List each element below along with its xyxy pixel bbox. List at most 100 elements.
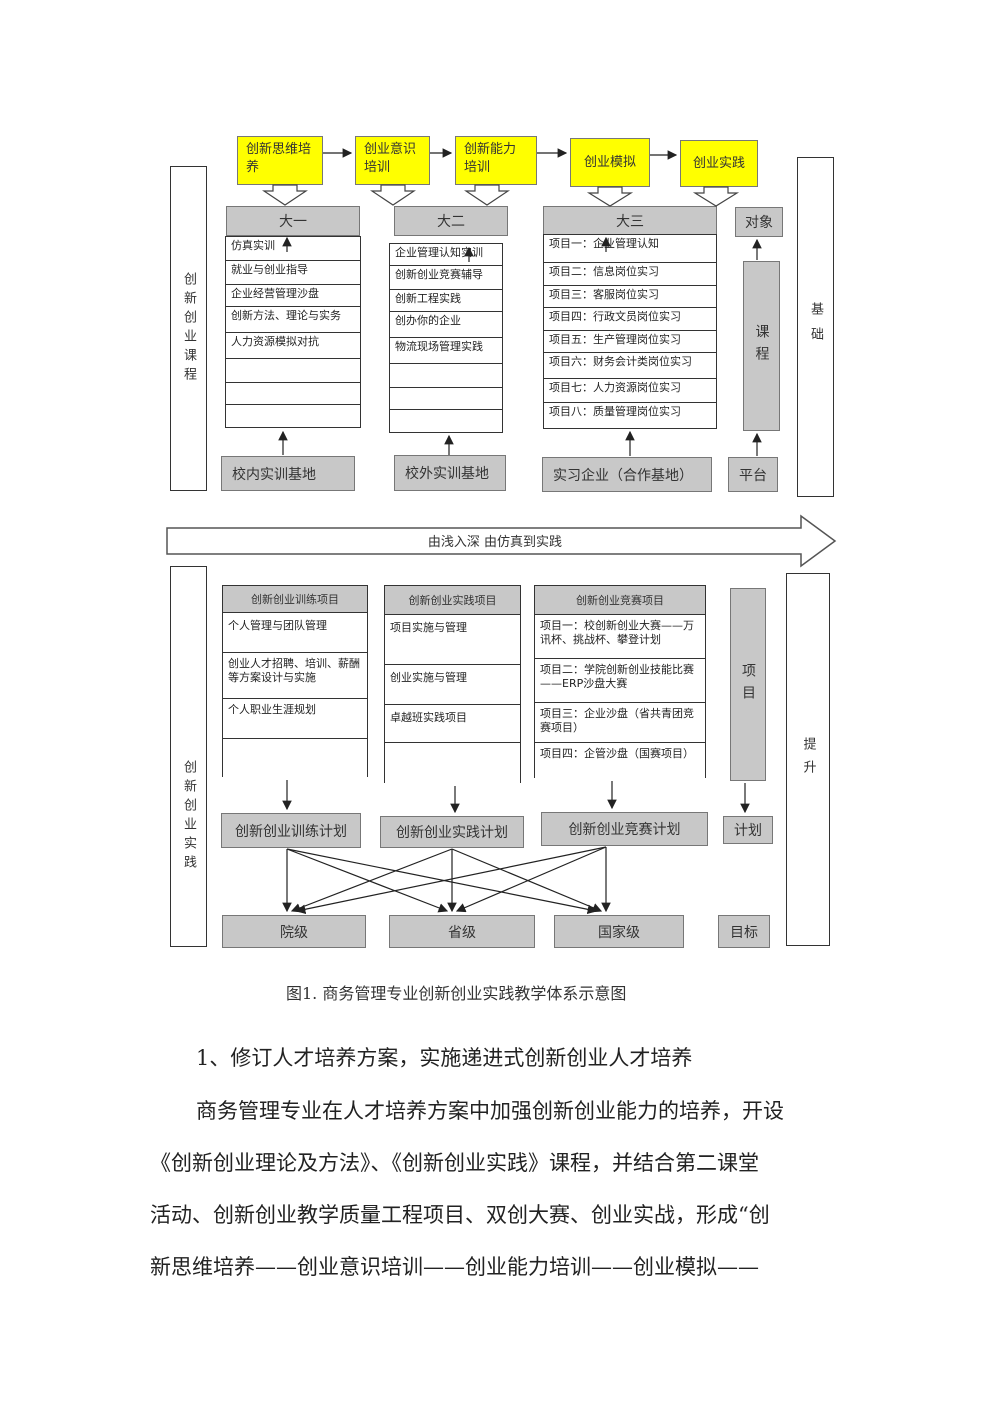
list-item: 项目四：企管沙盘（国赛项目） <box>540 747 694 760</box>
step-box: 创业模拟 <box>570 138 650 187</box>
progress-arrow-text: 由浅入深 由仿真到实践 <box>427 535 563 550</box>
side-label-text: 创新创业课程 <box>181 271 196 386</box>
list-item <box>226 383 360 405</box>
year2-course-list: 企业管理认知实训 创新创业竞赛辅导 创新工程实践 创办你的企业 物流现场管理实践 <box>389 243 503 433</box>
project-header: 创新创业实践项目 <box>385 586 520 615</box>
list-item: 项目七：人力资源岗位实习 <box>544 379 716 403</box>
side-label-practice: 创新创业实践 <box>170 566 207 947</box>
list-item: 创办你的企业 <box>390 312 502 338</box>
list-item: 创新方法、理论与实务 <box>226 307 360 333</box>
base-text: 实习企业（合作基地） <box>553 467 693 484</box>
list-item <box>390 364 502 388</box>
figure-caption: 图1. 商务管理专业创新创业实践教学体系示意图 <box>286 984 627 1003</box>
project-header: 创新创业训练项目 <box>223 586 367 613</box>
base-box: 平台 <box>728 457 778 492</box>
base-text: 校内实训基地 <box>232 466 316 483</box>
list-item: 创新工程实践 <box>390 290 502 312</box>
list-item: 卓越班实践项目 <box>385 705 520 743</box>
list-item: 就业与创业指导 <box>226 261 360 285</box>
project-bar-text: 项目 <box>740 662 756 707</box>
list-item: 物流现场管理实践 <box>390 338 502 364</box>
progress-arrow <box>166 514 837 568</box>
down-arrow-icon <box>464 184 510 206</box>
level-arrow <box>295 846 607 914</box>
side-label-text: 创新创业实践 <box>181 759 196 874</box>
practice-project-box: 创新创业实践项目 项目实施与管理 创业实施与管理 卓越班实践项目 <box>384 585 521 783</box>
list-item <box>226 405 360 427</box>
list-item <box>226 359 360 383</box>
step-label: 创新思维培养 <box>246 142 312 175</box>
year-header-3: 大三 <box>543 206 717 236</box>
plan-box: 创新创业训练计划 <box>221 813 361 848</box>
progress-arrow-shape <box>166 514 837 568</box>
step-box: 创业意识培训 <box>355 136 430 185</box>
level-box: 目标 <box>718 915 770 948</box>
plan-box: 创新创业实践计划 <box>380 816 524 848</box>
list-item <box>385 743 520 783</box>
side-label-improve: 提升 <box>786 573 830 946</box>
list-item: 创新创业竞赛辅导 <box>390 266 502 290</box>
level-text: 院级 <box>280 924 308 941</box>
practice-list: 项目实施与管理 创业实施与管理 卓越班实践项目 <box>385 615 520 783</box>
base-text: 校外实训基地 <box>405 466 489 482</box>
list-item: 创业实施与管理 <box>385 665 520 705</box>
plan-text: 创新创业训练计划 <box>235 823 347 840</box>
plan-text: 创新创业实践计划 <box>396 825 508 841</box>
year-header-text: 大一 <box>279 214 307 230</box>
list-item: 创业人才招聘、培训、薪酬等方案设计与实施 <box>223 653 367 699</box>
step-box: 创新思维培养 <box>237 136 323 185</box>
paragraph-line: 商务管理专业在人才培养方案中加强创新创业能力的培养，开设 <box>196 1099 784 1123</box>
side-label-courses: 创新创业课程 <box>170 166 207 491</box>
paragraph-line: 活动、创新创业教学质量工程项目、双创大赛、创业实战，形成“创 <box>150 1203 770 1227</box>
level-arrow <box>290 848 453 913</box>
list-item <box>390 388 502 410</box>
list-item: 项目实施与管理 <box>385 615 520 665</box>
base-box: 实习企业（合作基地） <box>542 457 712 492</box>
object-box: 对象 <box>735 207 783 237</box>
list-item: 个人管理与团队管理 <box>223 613 367 653</box>
list-item: 企业管理认知实训 <box>390 244 502 266</box>
down-arrow-icon <box>692 186 740 207</box>
competition-project-box: 创新创业竞赛项目 项目一：校创新创业大赛——万讯杯、挑战杯、攀登计划 项目二：学… <box>534 585 706 779</box>
side-label-text: 基础 <box>808 302 823 352</box>
list-item: 仿真实训 <box>226 237 360 261</box>
step-box: 创新能力培训 <box>455 136 537 185</box>
step-box: 创业实践 <box>680 140 758 187</box>
list-item: 项目六：财务会计类岗位实习 <box>544 353 716 379</box>
level-box: 国家级 <box>554 915 684 948</box>
down-arrow-icon <box>370 184 416 206</box>
level-arrow <box>451 848 603 913</box>
level-arrow <box>286 848 449 913</box>
list-item: 项目一：校创新创业大赛——万讯杯、挑战杯、攀登计划 <box>535 615 705 659</box>
list-item <box>390 410 502 432</box>
step-label: 创业意识培训 <box>364 142 417 175</box>
list-item: 项目二：学院创新创业技能比赛——ERP沙盘大赛 <box>535 659 705 703</box>
plan-text: 创新创业竞赛计划 <box>568 822 681 838</box>
level-text: 目标 <box>730 924 758 941</box>
list-item <box>223 739 367 777</box>
down-arrow-icon <box>262 184 308 206</box>
list-item: 个人职业生涯规划 <box>223 699 367 739</box>
project-bar: 项目 <box>730 588 766 781</box>
down-arrow-icon <box>586 186 634 207</box>
level-arrow <box>455 846 607 913</box>
year-header-text: 大三 <box>616 214 644 230</box>
plan-box: 计划 <box>723 816 773 844</box>
object-text: 对象 <box>745 215 773 231</box>
step-label: 创业模拟 <box>583 154 636 170</box>
list-item: 项目五：生产管理岗位实习 <box>544 331 716 353</box>
step-label: 创新能力培训 <box>464 142 517 175</box>
level-text: 省级 <box>448 924 476 941</box>
year-header-2: 大二 <box>394 206 508 236</box>
project-header: 创新创业竞赛项目 <box>535 586 705 615</box>
list-item: 项目二：信息岗位实习 <box>544 263 716 286</box>
course-bar-text: 课程 <box>753 324 770 368</box>
side-label-text: 提升 <box>800 736 816 783</box>
year-header-1: 大一 <box>226 206 360 236</box>
year-header-text: 大二 <box>437 214 465 230</box>
step-label: 创业实践 <box>692 155 745 171</box>
level-text: 国家级 <box>598 924 640 941</box>
year3-course-list: 项目一：企业管理认知 项目二：信息岗位实习 项目三：客服岗位实习 项目四：行政文… <box>543 234 717 429</box>
course-bar: 课程 <box>743 261 780 431</box>
base-box: 校外实训基地 <box>394 455 506 491</box>
